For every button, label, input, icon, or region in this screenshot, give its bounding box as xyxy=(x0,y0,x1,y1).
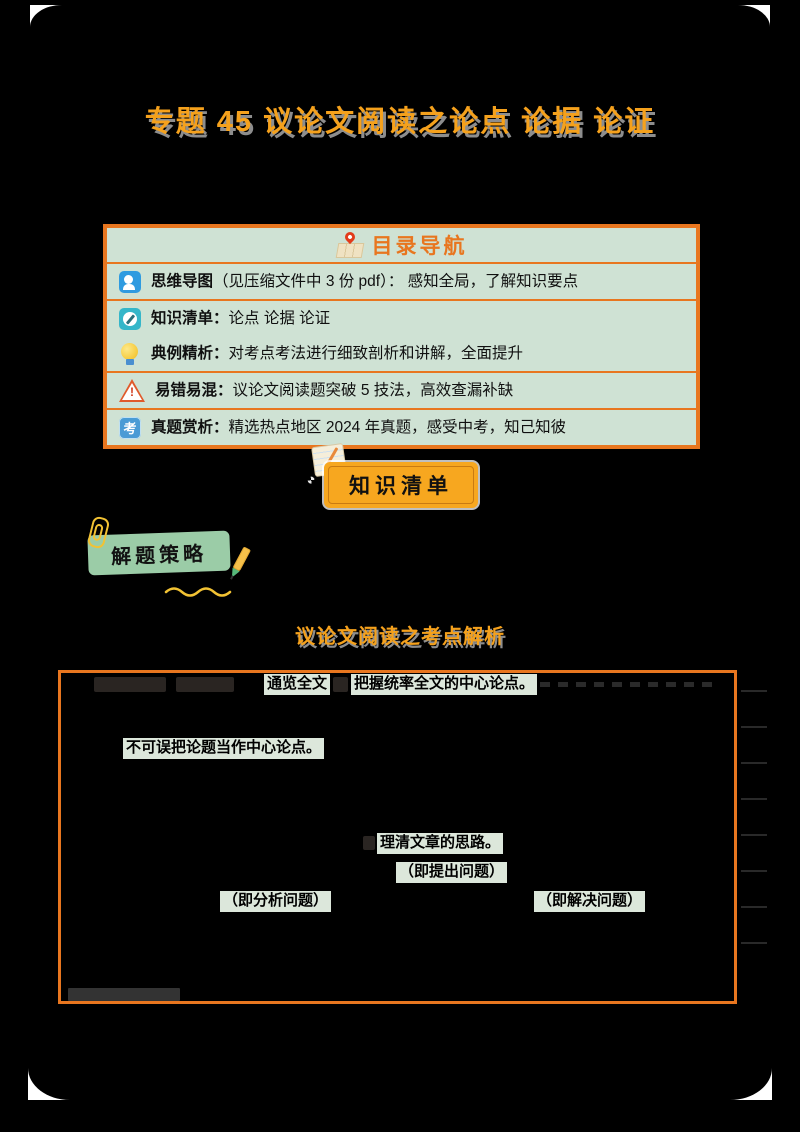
faint-text-fragment xyxy=(363,836,375,850)
divider xyxy=(107,408,696,410)
binding-tick xyxy=(741,834,767,836)
toc-row-text: 真题赏析：精选热点地区 2024 年真题，感受中考，知己知彼 xyxy=(151,418,567,436)
highlight-fragment: 不可误把论题当作中心论点。 xyxy=(123,738,325,759)
page-corner-bottom-right xyxy=(730,1068,772,1100)
notes-pencil-icon xyxy=(119,307,141,330)
page-corner-top-right xyxy=(738,5,770,27)
toc-row-text: 思维导图（见压缩文件中 3 份 pdf）： 感知全局，了解知识要点 xyxy=(151,272,579,290)
page-corner-bottom-left xyxy=(28,1068,70,1100)
toc-cell-middle: 知识清单：论点 论据 论证 典例精析：对考点考法进行细致剖析和讲解，全面提升 xyxy=(107,301,696,371)
strategy-tag: 解题策略 xyxy=(87,530,231,576)
highlight-fragment: 把握统率全文的中心论点。 xyxy=(351,674,538,695)
toc-row-mindmap: 思维导图（见压缩文件中 3 份 pdf）： 感知全局，了解知识要点 xyxy=(107,264,696,299)
highlight-fragment: 理清文章的思路。 xyxy=(377,833,504,854)
toc-row-realexam: 考 真题赏析：精选热点地区 2024 年真题，感受中考，知己知彼 xyxy=(107,410,696,445)
strategy-box xyxy=(58,670,737,1004)
warning-icon: ! xyxy=(119,379,145,402)
faint-text-fragment xyxy=(176,677,234,692)
lightbulb-icon xyxy=(119,342,141,366)
toc-row-text: 易错易混：议论文阅读题突破 5 技法，高效查漏补缺 xyxy=(155,381,514,399)
toc-row-examples: 典例精析：对考点考法进行细致剖析和讲解，全面提升 xyxy=(107,336,696,371)
binding-tick xyxy=(741,690,767,692)
toc-row-knowledge: 知识清单：论点 论据 论证 xyxy=(107,301,696,336)
binding-tick xyxy=(741,870,767,872)
page-corner-top-left xyxy=(30,5,62,27)
faint-text-fragment xyxy=(68,988,180,1001)
highlight-fragment: （即解决问题） xyxy=(534,891,646,912)
binding-tick xyxy=(741,798,767,800)
binding-tick xyxy=(741,906,767,908)
faint-text-fragment xyxy=(333,677,348,692)
toc-header-label: 目录导航 xyxy=(371,235,468,258)
toc-row-text: 典例精析：对考点考法进行细致剖析和讲解，全面提升 xyxy=(151,344,524,362)
exam-icon: 考 xyxy=(119,416,141,439)
binding-tick xyxy=(741,726,767,728)
squiggle-underline xyxy=(164,587,232,597)
highlight-fragment: （即提出问题） xyxy=(396,862,508,883)
divider xyxy=(107,262,696,264)
mind-map-icon xyxy=(119,270,141,293)
map-pin-icon xyxy=(335,229,364,258)
highlight-fragment: （即分析问题） xyxy=(220,891,332,912)
toc-header: 目录导航 xyxy=(107,228,696,262)
highlight-fragment: 通览全文 xyxy=(264,674,331,695)
toc-row-mistakes: ! 易错易混：议论文阅读题突破 5 技法，高效查漏补缺 xyxy=(107,373,696,408)
knowledge-list-button[interactable]: 知识清单 xyxy=(324,462,478,508)
section-heading: 议论文阅读之考点解析 xyxy=(295,626,505,648)
divider xyxy=(107,299,696,301)
faint-text-fragment xyxy=(94,677,166,692)
binding-tick xyxy=(741,942,767,944)
toc-panel: 目录导航 思维导图（见压缩文件中 3 份 pdf）： 感知全局，了解知识要点 知… xyxy=(103,224,700,449)
toc-row-text: 知识清单：论点 论据 论证 xyxy=(151,309,331,327)
knowledge-list-button-label: 知识清单 xyxy=(349,475,453,498)
page-title: 专题 45 议论文阅读之论点 论据 论证 xyxy=(144,106,656,138)
faint-dash-row xyxy=(540,682,715,687)
binding-tick xyxy=(741,762,767,764)
divider xyxy=(107,371,696,373)
